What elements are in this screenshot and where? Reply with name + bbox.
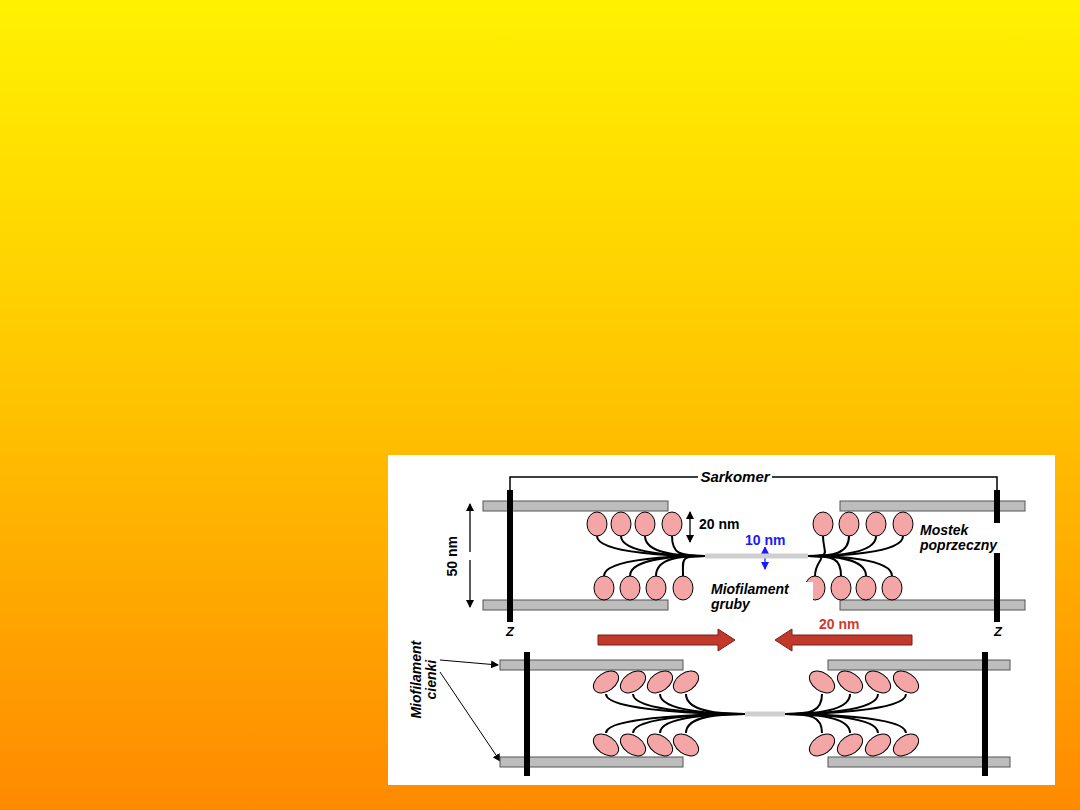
- dimension-label: 20 nm: [817, 617, 861, 632]
- dimension-arrow: [689, 512, 690, 525]
- myosin-neck: [660, 714, 745, 733]
- myosin-neck: [683, 556, 705, 576]
- myosin-head: [866, 512, 886, 536]
- z-line: [524, 652, 530, 776]
- dimension-arrow: [469, 504, 470, 552]
- z-line: [507, 490, 513, 622]
- myosin-head: [589, 667, 622, 698]
- title-label: Sarkomer: [698, 469, 771, 485]
- myosin-head: [616, 667, 649, 698]
- myosin-neck: [785, 714, 822, 733]
- myosin-head: [861, 730, 894, 761]
- z-line: [982, 652, 988, 776]
- myosin-head: [587, 512, 607, 536]
- myosin-neck: [808, 536, 825, 556]
- myosin-neck: [645, 536, 705, 556]
- myosin-neck: [660, 694, 745, 714]
- myosin-head: [669, 730, 702, 761]
- myosin-neck: [808, 556, 841, 576]
- myosin-head: [646, 576, 666, 600]
- dimension-label: 20 nm: [697, 517, 741, 532]
- part-label: Miofilament gruby: [709, 582, 813, 611]
- image-panel: [388, 455, 1055, 785]
- leader-line: [440, 660, 498, 665]
- myosin-head: [805, 667, 838, 698]
- myosin-head: [635, 512, 655, 536]
- myosin-neck: [686, 714, 745, 733]
- myosin-neck: [604, 556, 705, 576]
- myosin-neck: [785, 694, 906, 714]
- myosin-head: [589, 730, 622, 761]
- myosin-neck: [672, 536, 705, 556]
- myosin-head: [643, 667, 676, 698]
- myosin-neck: [656, 556, 705, 576]
- myosin-neck: [597, 536, 705, 556]
- myosin-neck: [606, 694, 745, 714]
- dimension-label: 50 nm: [445, 534, 460, 578]
- myosin-head: [616, 730, 649, 761]
- myosin-head: [805, 730, 838, 761]
- myosin-head: [669, 667, 702, 698]
- myosin-head: [833, 667, 866, 698]
- myosin-neck: [785, 714, 878, 733]
- myosin-neck: [785, 714, 906, 733]
- myosin-neck: [633, 714, 745, 733]
- myosin-head: [611, 512, 631, 536]
- part-label: Miofilament cienki: [409, 628, 438, 732]
- part-label: Mostek poprzeczny: [918, 523, 1032, 552]
- movement-arrow: [775, 629, 912, 651]
- myosin-head: [813, 512, 833, 536]
- myosin-neck: [606, 714, 745, 733]
- myosin-head: [620, 576, 640, 600]
- myosin-neck: [808, 556, 821, 576]
- myosin-neck: [785, 694, 822, 714]
- myosin-neck: [808, 556, 892, 576]
- z-line: [994, 490, 1000, 622]
- dimension-arrow: [469, 560, 470, 607]
- myosin-neck: [633, 694, 745, 714]
- leader-line: [440, 672, 500, 761]
- thick-filament-bare-zone: [745, 712, 785, 717]
- dimension-label: 10 nm: [743, 533, 787, 548]
- myosin-head: [889, 667, 922, 698]
- myosin-head: [861, 667, 894, 698]
- myosin-neck: [630, 556, 705, 576]
- z-label: Z: [504, 625, 516, 639]
- myosin-head: [889, 730, 922, 761]
- myosin-head: [594, 576, 614, 600]
- dimension-arrow: [764, 558, 765, 569]
- thick-filament-bare-zone: [705, 554, 808, 559]
- myosin-head: [662, 512, 682, 536]
- myosin-head: [831, 576, 851, 600]
- myosin-head: [856, 576, 876, 600]
- myosin-neck: [621, 536, 705, 556]
- myosin-head: [833, 730, 866, 761]
- myosin-head: [643, 730, 676, 761]
- myosin-head: [882, 576, 902, 600]
- z-label: Z: [992, 625, 1004, 639]
- movement-arrow: [598, 629, 735, 651]
- myosin-head: [893, 512, 913, 536]
- myosin-head: [839, 512, 859, 536]
- myosin-neck: [785, 694, 878, 714]
- myosin-neck: [808, 536, 903, 556]
- dimension-arrow: [689, 525, 690, 542]
- myosin-neck: [808, 536, 849, 556]
- myosin-head: [673, 576, 693, 600]
- myosin-neck: [686, 694, 745, 714]
